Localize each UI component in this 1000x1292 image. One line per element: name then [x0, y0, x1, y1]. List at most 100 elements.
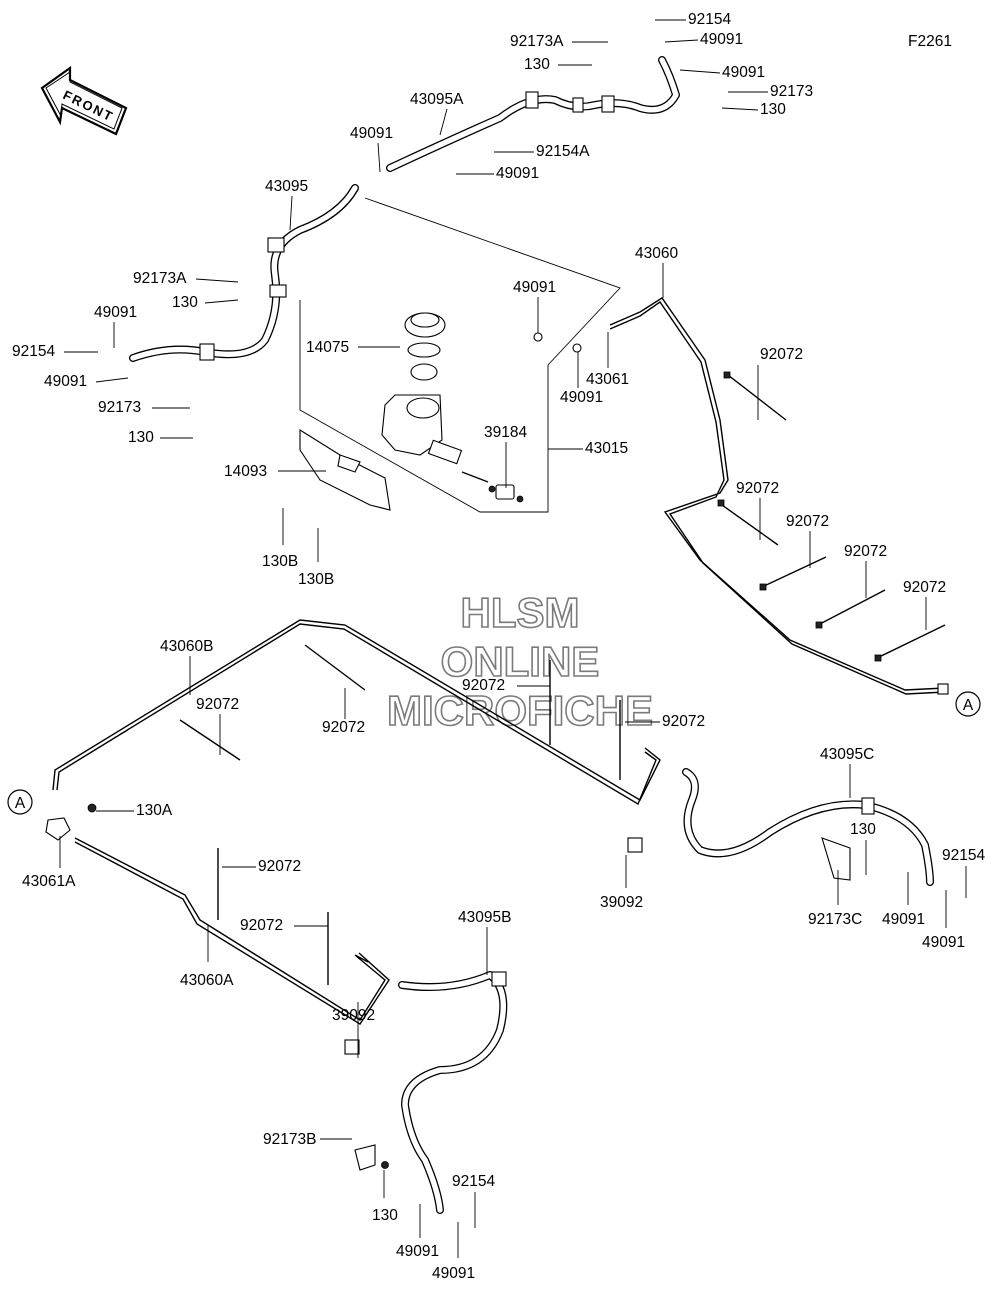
- part-number-label: 92154: [942, 847, 985, 864]
- part-callout: 49091: [396, 1204, 439, 1260]
- part-number-label: 49091: [496, 165, 539, 182]
- watermark: HLSM ONLINE MICROFICHE: [386, 588, 654, 735]
- part-number-label: 39092: [600, 894, 643, 911]
- part-number-label: 92072: [258, 858, 301, 875]
- watermark-line-2: ONLINE: [441, 638, 600, 685]
- part-number-label: 92154: [688, 11, 731, 28]
- part-number-label: 49091: [922, 934, 965, 951]
- part-number-label: 43095A: [410, 91, 464, 108]
- part-number-label: 14075: [306, 339, 349, 356]
- part-number-label: 49091: [722, 64, 765, 81]
- leader-line: [721, 107, 759, 111]
- part-callout: 92173B: [263, 1131, 352, 1148]
- part-callout: 92173A: [510, 33, 608, 50]
- part-number-label: 49091: [432, 1265, 475, 1282]
- svg-text:A: A: [963, 697, 974, 714]
- part-callout: 49091: [560, 352, 603, 406]
- part-callout: 43095A: [410, 91, 464, 136]
- part-number-label: 49091: [94, 304, 137, 321]
- part-callout: 92072: [240, 917, 328, 934]
- part-number-label: 43061: [586, 371, 629, 388]
- pipe-43060: [609, 297, 949, 695]
- part-callout: 92154: [452, 1173, 495, 1228]
- part-number-label: 92154A: [536, 143, 590, 160]
- part-number-label: 92154: [12, 343, 55, 360]
- part-number-label: 130A: [136, 802, 173, 819]
- part-callout: 130: [721, 101, 786, 118]
- part-number-label: 92173A: [133, 270, 187, 287]
- part-number-label: 130: [524, 56, 550, 73]
- part-number-label: 92072: [196, 696, 239, 713]
- pipe-43060b: [45, 619, 661, 841]
- part-number-label: 92173: [98, 399, 141, 416]
- part-callout: 49091: [513, 279, 556, 333]
- part-number-label: 43061A: [22, 873, 76, 890]
- callout-a-left: A: [7, 789, 33, 815]
- part-callout: 92154: [12, 343, 98, 360]
- part-callout: 92072: [625, 713, 705, 730]
- part-callout: 130: [128, 429, 193, 446]
- part-number-label: 92072: [662, 713, 705, 730]
- callout-a-right: A: [955, 691, 981, 717]
- part-number-label: 130: [850, 821, 876, 838]
- part-number-label: 43060A: [180, 972, 234, 989]
- svg-text:A: A: [15, 795, 26, 812]
- part-callout: 43060: [635, 245, 678, 298]
- part-number-label: 130: [760, 101, 786, 118]
- part-callout: 49091: [882, 872, 925, 928]
- front-direction-arrow: FRONT: [40, 65, 128, 136]
- part-number-label: 130B: [262, 553, 298, 570]
- part-callout: 49091: [432, 1222, 475, 1282]
- part-number-label: 92173B: [263, 1131, 316, 1148]
- part-callout: 43095C: [820, 746, 874, 798]
- part-callout: 49091: [94, 304, 137, 348]
- part-number-label: 49091: [882, 911, 925, 928]
- part-callout: 92072: [462, 677, 550, 694]
- part-callout: 130B: [262, 508, 298, 570]
- part-callout: 43061: [586, 332, 629, 388]
- part-callout: 130: [850, 821, 876, 875]
- part-callout: 92173: [98, 399, 190, 416]
- part-callout: 92072: [844, 543, 887, 598]
- part-callout: 92072: [322, 688, 365, 736]
- hose-43095c: [627, 768, 934, 886]
- part-number-label: 43060: [635, 245, 678, 262]
- master-cylinder-assembly: [299, 197, 621, 513]
- part-callout: 92154A: [494, 143, 590, 160]
- part-callout: 49091: [679, 64, 765, 81]
- part-callout: 92072: [903, 579, 946, 630]
- leader-line: [377, 142, 381, 173]
- part-callout: 43095B: [458, 909, 511, 975]
- part-number-label: 49091: [513, 279, 556, 296]
- part-callout: 92154: [655, 11, 731, 28]
- part-number-label: 43095B: [458, 909, 511, 926]
- part-number-label: 92173A: [510, 33, 564, 50]
- leader-line: [439, 108, 448, 136]
- part-callout: 43095: [265, 178, 308, 231]
- part-callout: 130: [372, 1170, 398, 1224]
- leader-line: [195, 278, 239, 283]
- part-callout: 92173A: [133, 270, 239, 287]
- part-callout: 130B: [298, 528, 334, 588]
- part-callout: 92154: [942, 847, 985, 898]
- part-callout: 130A: [96, 802, 173, 819]
- hose-43095b: [354, 971, 508, 1214]
- part-number-label: 49091: [396, 1243, 439, 1260]
- part-callout: 49091: [456, 165, 539, 182]
- part-number-label: 49091: [350, 125, 393, 142]
- part-callout: 14075: [306, 339, 400, 356]
- part-number-label: 39092: [332, 1007, 375, 1024]
- part-callout: 43015: [548, 440, 628, 457]
- part-callout: 130: [172, 294, 239, 311]
- part-callout: 43060A: [180, 925, 234, 989]
- part-number-label: 49091: [560, 389, 603, 406]
- part-callout: 49091: [350, 125, 393, 173]
- part-callout: 39092: [332, 1002, 375, 1058]
- pipe-43060a: [74, 837, 390, 1055]
- part-callout: 92072: [222, 858, 301, 875]
- part-number-label: 92072: [736, 480, 779, 497]
- hose-43095-43095a: [129, 56, 680, 362]
